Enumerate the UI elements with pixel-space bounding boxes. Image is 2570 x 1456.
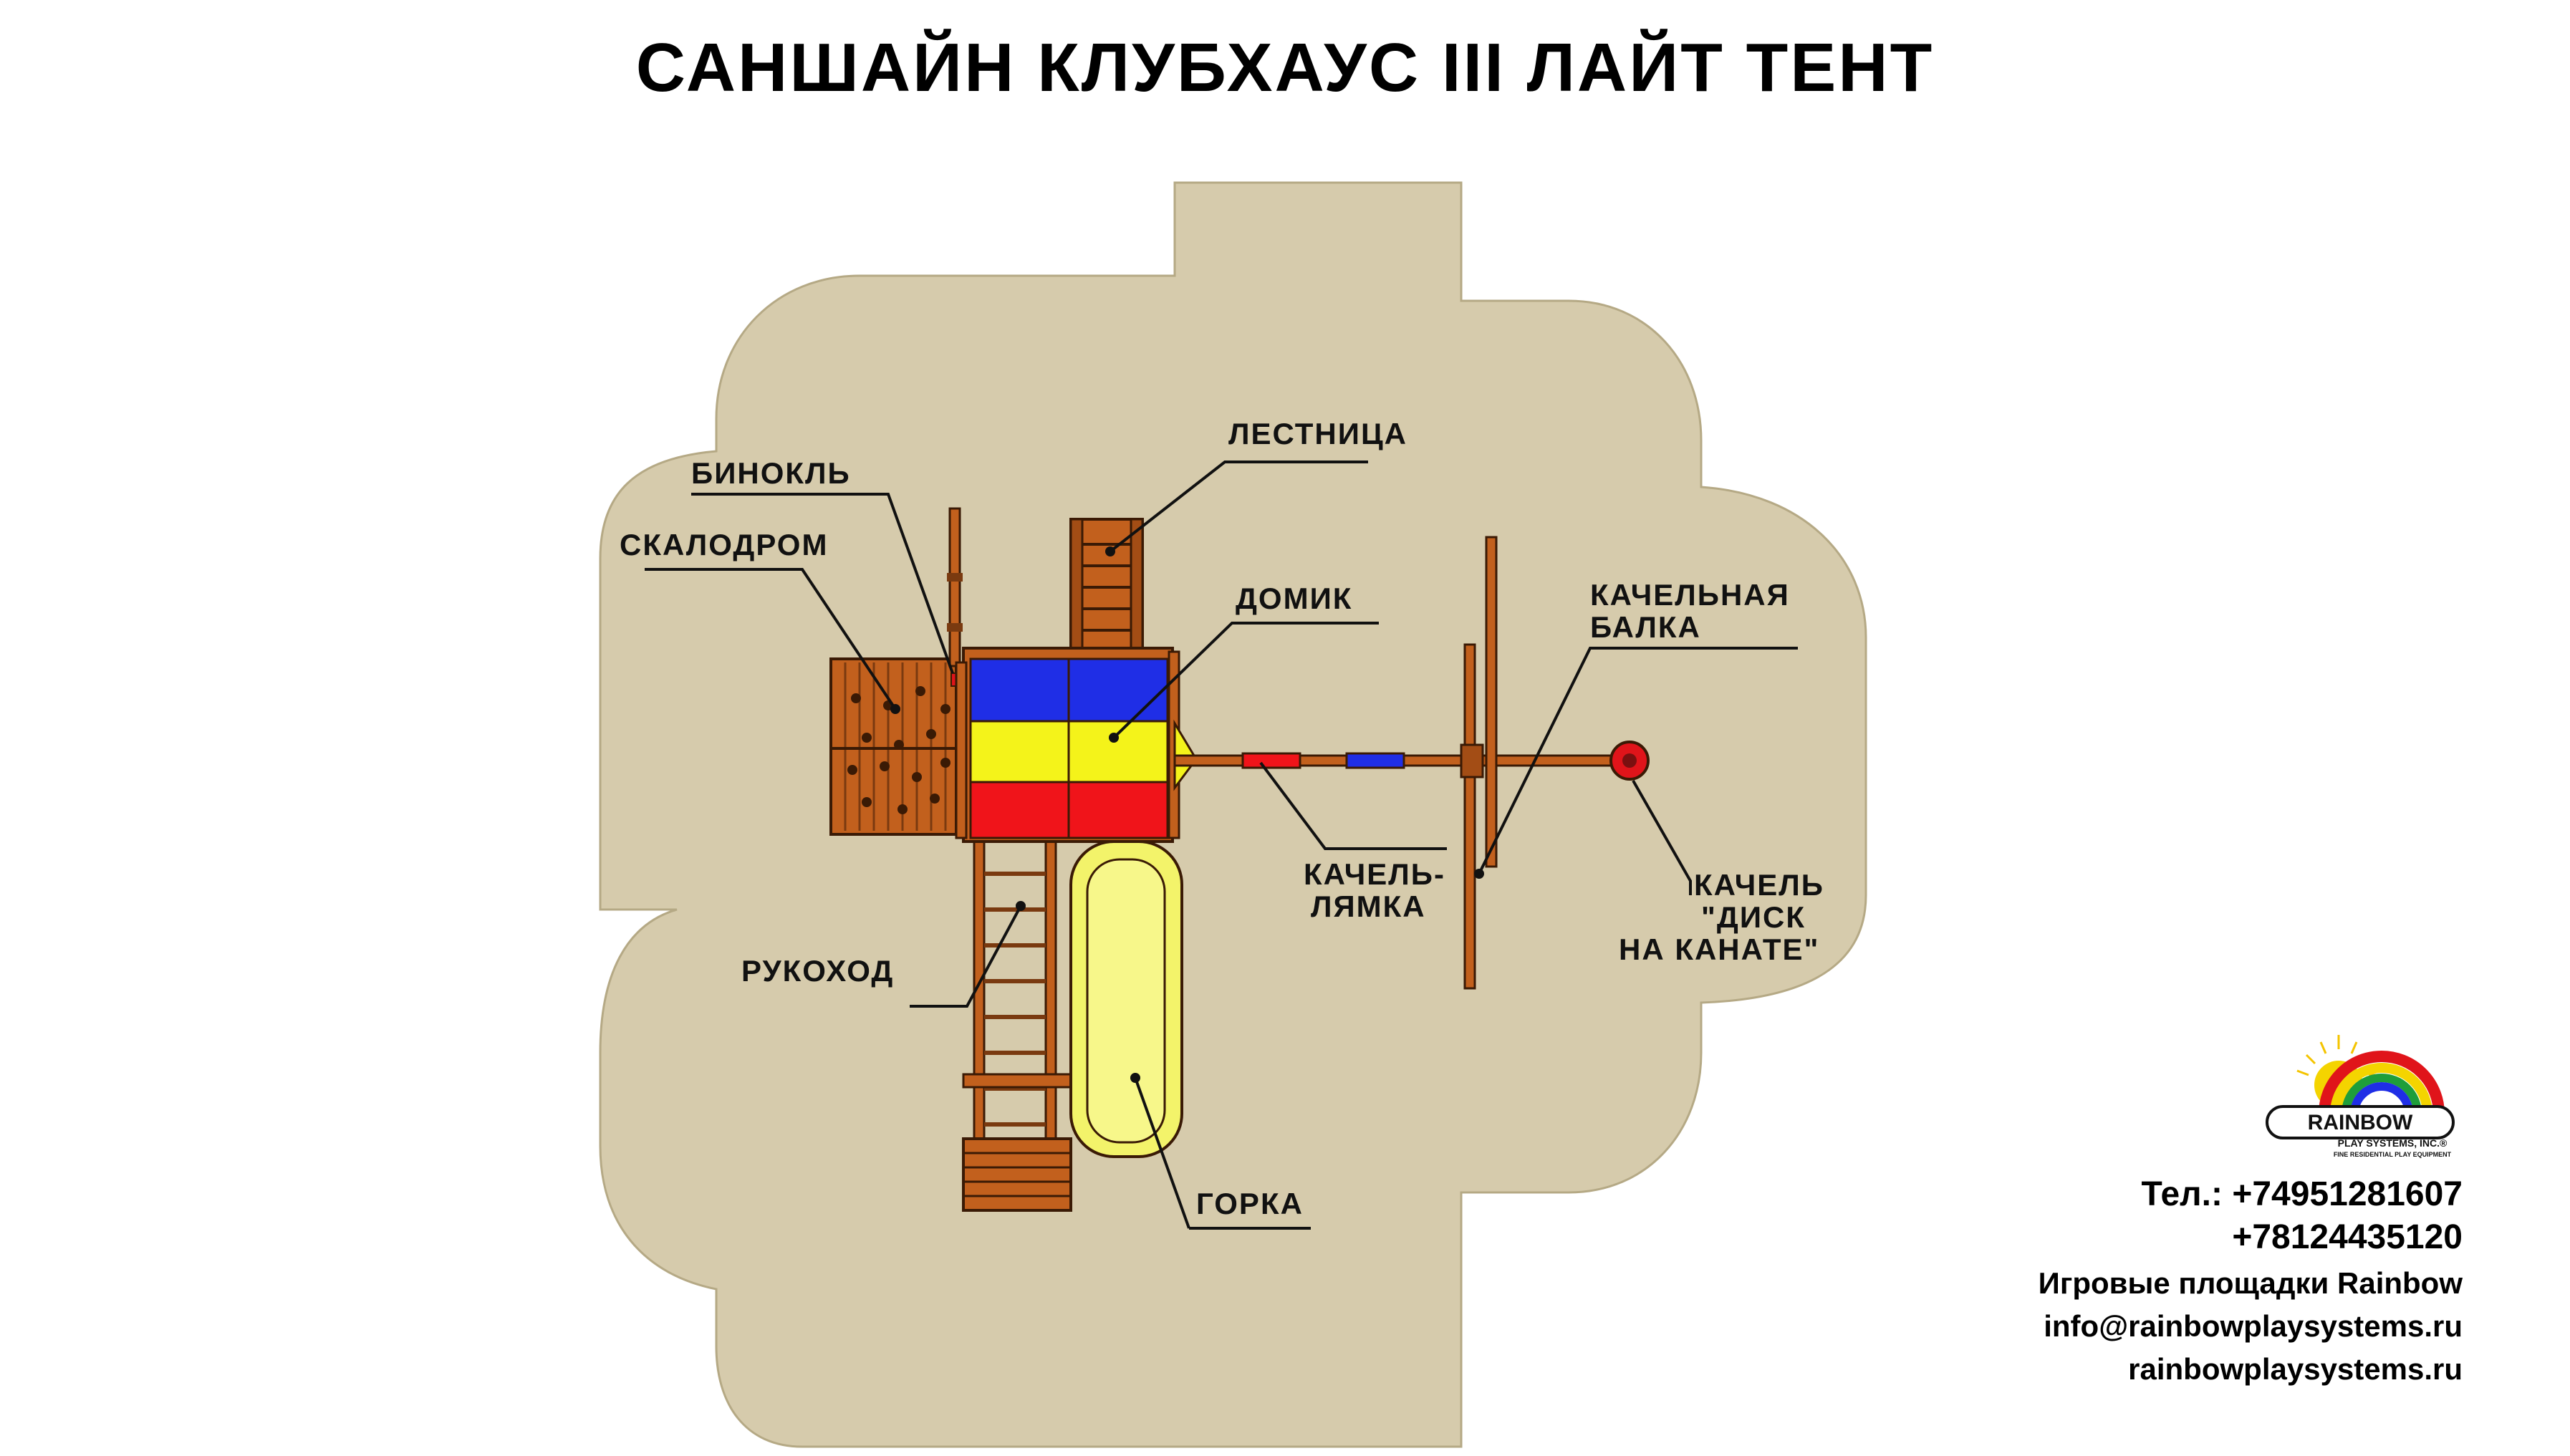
label-slide: ГОРКА bbox=[1196, 1187, 1304, 1220]
leader-dots bbox=[890, 546, 1484, 1083]
logo-brand: RAINBOW bbox=[2308, 1111, 2413, 1134]
belt-swing bbox=[1241, 752, 1405, 769]
logo-line1: PLAY SYSTEMS, INC.® bbox=[2338, 1137, 2448, 1149]
rainbow-logo: RAINBOW PLAY SYSTEMS, INC.® FINE RESIDEN… bbox=[2266, 1035, 2455, 1158]
label-swing-beam-line1: КАЧЕЛЬНАЯ bbox=[1590, 578, 1790, 612]
swing-beam bbox=[1173, 536, 1627, 990]
contact-phone-1: Тел.: +74951281607 bbox=[2141, 1175, 2463, 1213]
contact-email[interactable]: info@rainbowplaysystems.ru bbox=[2044, 1309, 2463, 1343]
label-disc-swing-line3: НА КАНАТЕ" bbox=[1619, 932, 1819, 966]
house-roof bbox=[955, 647, 1180, 843]
label-house: ДОМИК bbox=[1236, 582, 1352, 615]
slide bbox=[1069, 840, 1183, 1158]
label-ladder: ЛЕСТНИЦА bbox=[1228, 417, 1407, 450]
logo-line2: FINE RESIDENTIAL PLAY EQUIPMENT bbox=[2334, 1151, 2452, 1158]
monkey-bars bbox=[962, 840, 1072, 1212]
label-binocular: БИНОКЛЬ bbox=[691, 456, 851, 490]
safety-zone bbox=[599, 181, 1867, 1448]
label-disc-swing-line1: КАЧЕЛЬ bbox=[1694, 868, 1824, 902]
contact-website[interactable]: rainbowplaysystems.ru bbox=[2128, 1352, 2463, 1386]
label-belt-swing-line2: ЛЯМКА bbox=[1311, 889, 1426, 923]
label-belt-swing-line1: КАЧЕЛЬ- bbox=[1304, 857, 1445, 891]
label-climbing-wall: СКАЛОДРОМ bbox=[620, 528, 828, 561]
disc-swing bbox=[1609, 741, 1650, 781]
label-swing-beam-line2: БАЛКА bbox=[1590, 610, 1701, 644]
label-disc-swing-line2: "ДИСК bbox=[1701, 900, 1806, 934]
contact-company: Игровые площадки Rainbow bbox=[2038, 1266, 2463, 1300]
leader-lines bbox=[645, 461, 1798, 1229]
binocular-post bbox=[947, 507, 963, 667]
label-monkey-bars: РУКОХОД bbox=[741, 954, 894, 988]
page-title: САНШАЙН КЛУБХАУС III ЛАЙТ ТЕНТ bbox=[635, 29, 1935, 106]
contact-phone-2: +78124435120 bbox=[2232, 1218, 2463, 1256]
ladder bbox=[1069, 518, 1144, 650]
climbing-wall bbox=[829, 657, 958, 836]
